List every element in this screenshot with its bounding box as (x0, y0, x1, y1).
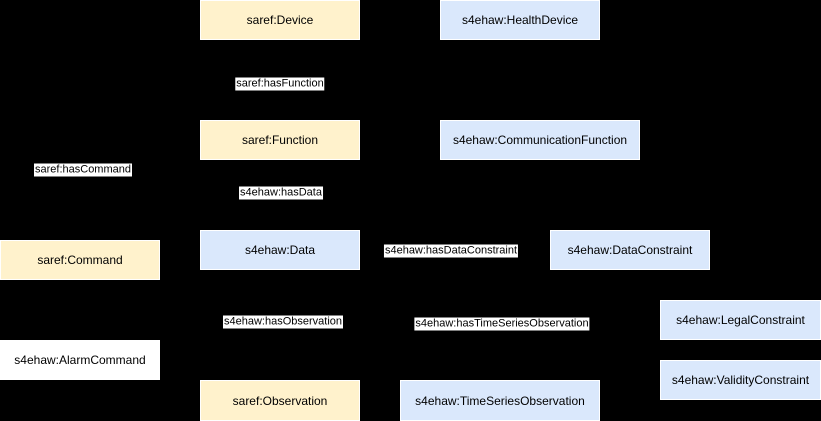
edge-label-s4ehaw-hasobservation[interactable]: s4ehaw:hasObservation (222, 315, 344, 329)
node-saref-command[interactable]: saref:Command (0, 240, 160, 280)
node-saref-observation[interactable]: saref:Observation (200, 380, 360, 421)
node-label: s4ehaw:TimeSeriesObservation (415, 393, 585, 408)
node-s4ehaw-timeseriesobservation[interactable]: s4ehaw:TimeSeriesObservation (400, 380, 600, 421)
edge-label-s4ehaw-hastimeseriesobservation[interactable]: s4ehaw:hasTimeSeriesObservation (414, 317, 590, 331)
edge-label-saref-hasfunction[interactable]: saref:hasFunction (235, 77, 325, 91)
node-saref-device[interactable]: saref:Device (200, 0, 360, 40)
node-s4ehaw-legalconstraint[interactable]: s4ehaw:LegalConstraint (660, 300, 821, 340)
node-s4ehaw-validityconstraint[interactable]: s4ehaw:ValidityConstraint (660, 360, 821, 400)
node-label: saref:Function (241, 133, 319, 147)
node-label: s4ehaw:HealthDevice (461, 13, 579, 27)
node-label: saref:Observation (232, 393, 328, 408)
node-s4ehaw-alarmcommand[interactable]: s4ehaw:AlarmCommand (0, 340, 160, 380)
node-label: s4ehaw:DataConstraint (567, 243, 693, 257)
node-label: s4ehaw:LegalConstraint (676, 313, 805, 327)
node-s4ehaw-dataconstraint[interactable]: s4ehaw:DataConstraint (550, 230, 710, 270)
edge-label-s4ehaw-hasdataconstraint[interactable]: s4ehaw:hasDataConstraint (383, 244, 519, 258)
node-label: s4ehaw:Data (244, 243, 316, 257)
node-s4ehaw-healthdevice[interactable]: s4ehaw:HealthDevice (440, 0, 600, 40)
node-saref-function[interactable]: saref:Function (200, 120, 360, 160)
node-s4ehaw-communicationfunction[interactable]: s4ehaw:CommunicationFunction (440, 120, 640, 160)
node-label: s4ehaw:CommunicationFunction (452, 133, 628, 147)
edge-label-s4ehaw-hasdata[interactable]: s4ehaw:hasData (239, 186, 323, 200)
node-s4ehaw-data[interactable]: s4ehaw:Data (200, 230, 360, 270)
edge-label-saref-hascommand[interactable]: saref:hasCommand (34, 163, 132, 177)
node-label: saref:Device (246, 13, 314, 27)
node-label: s4ehaw:ValidityConstraint (671, 373, 810, 387)
node-label: s4ehaw:AlarmCommand (14, 353, 146, 367)
node-label: saref:Command (37, 253, 123, 267)
